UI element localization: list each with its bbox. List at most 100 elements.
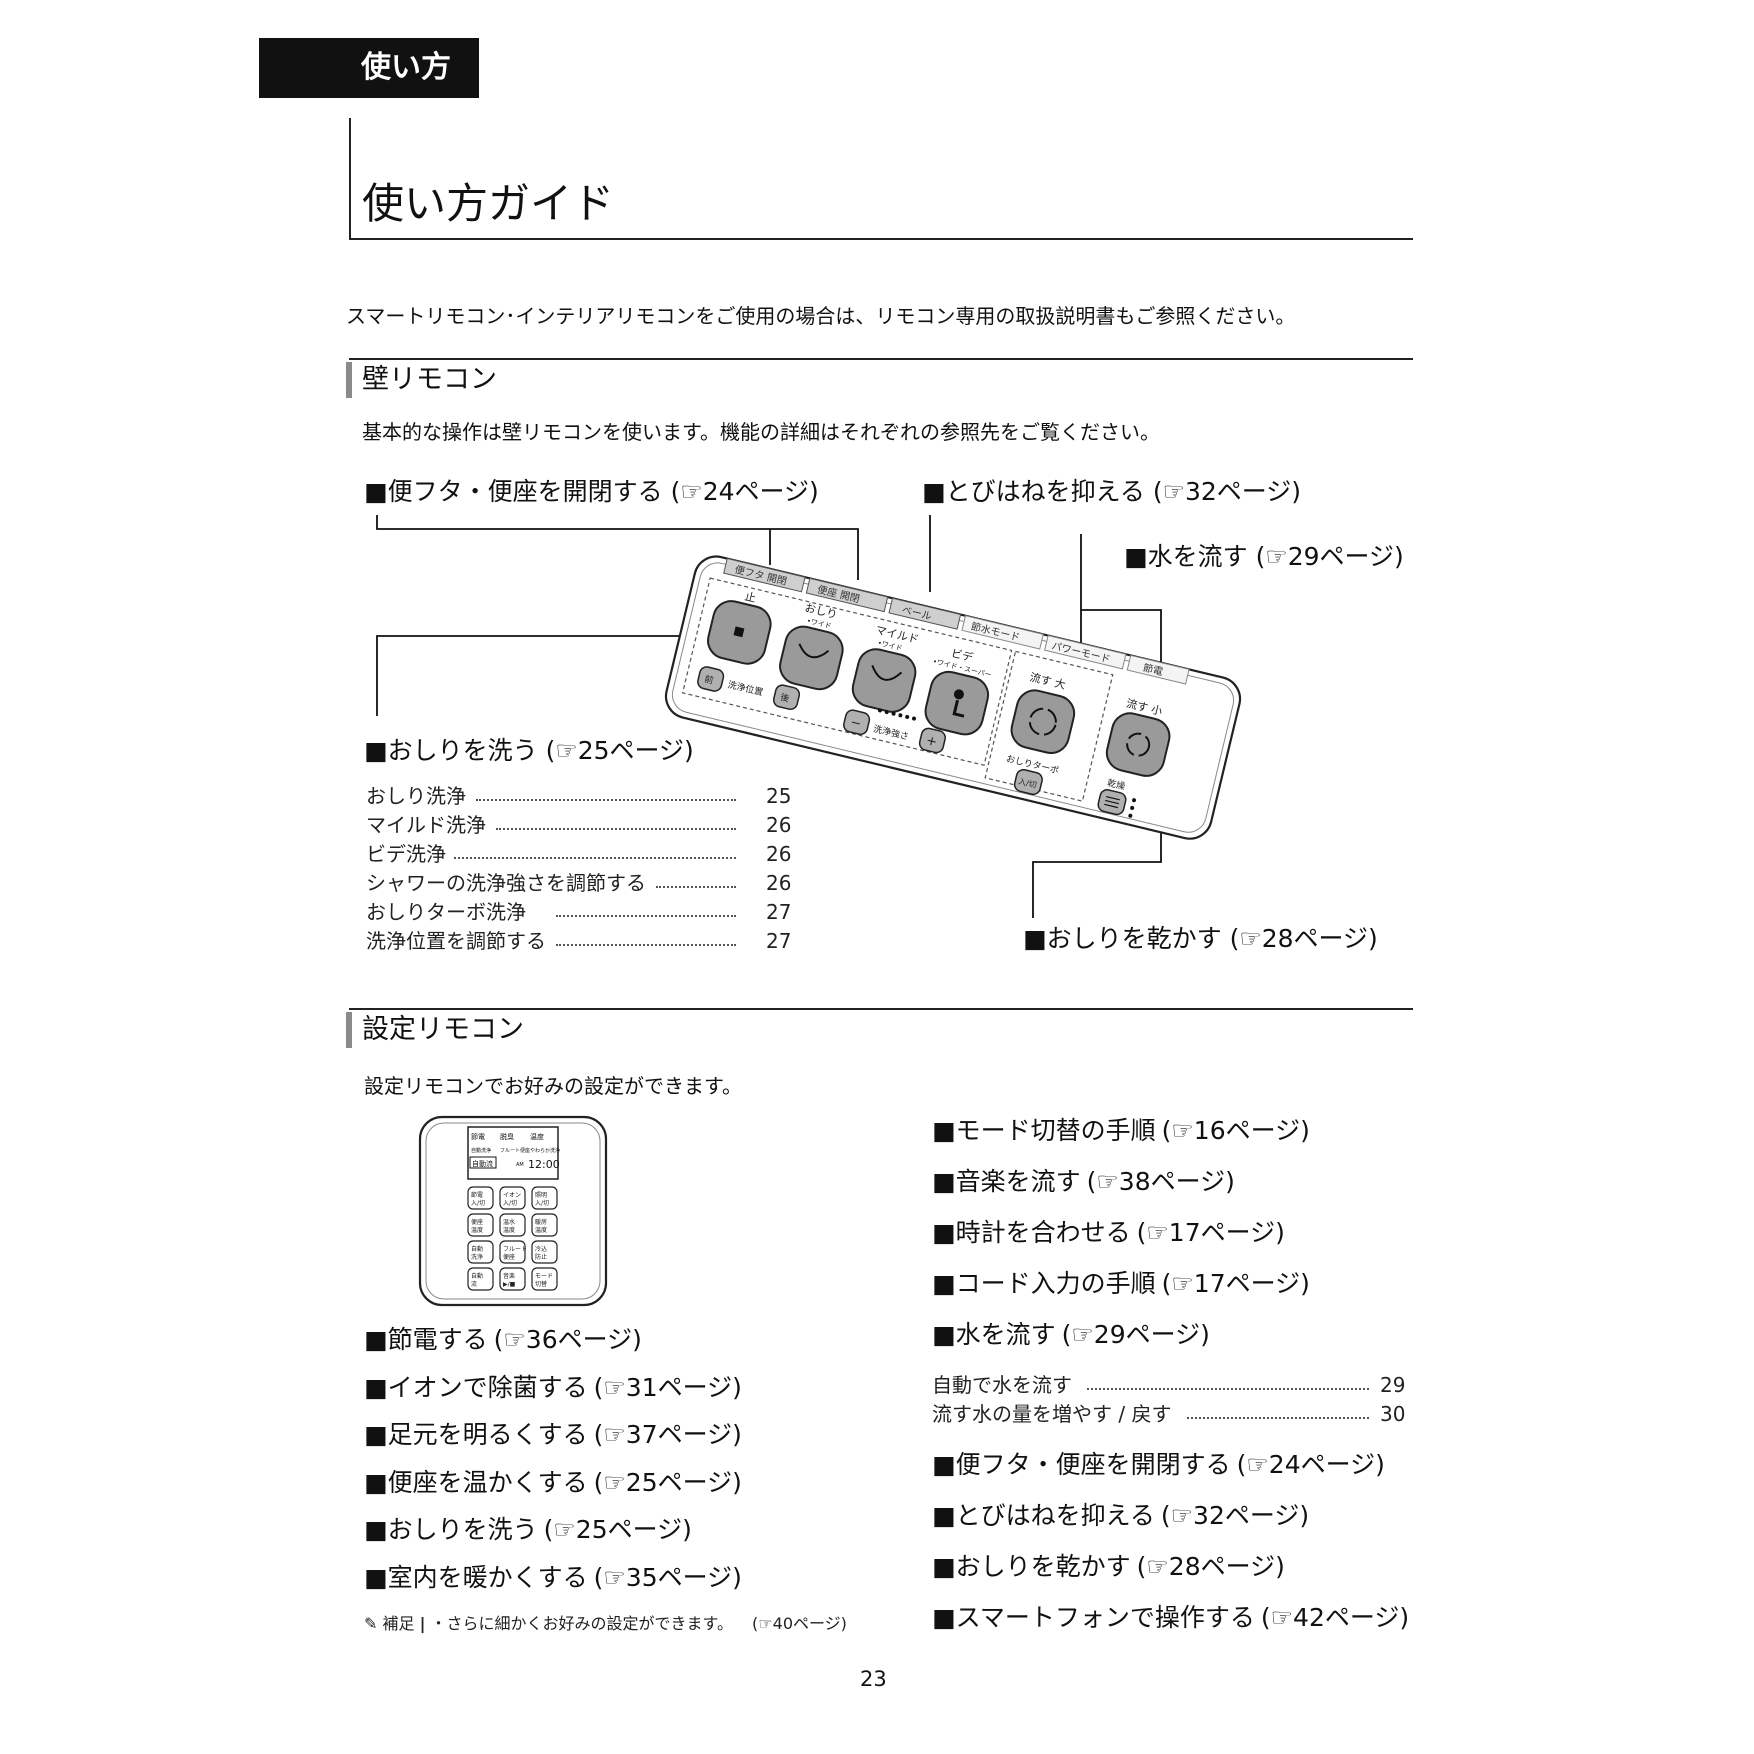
reference-item-label: ■便座を温かくする [364, 1467, 588, 1497]
toc-page: 25 [766, 784, 792, 808]
reference-item-label: ■おしりを洗う [364, 1515, 538, 1545]
settings-key-button[interactable] [531, 1186, 558, 1210]
page-reference-link[interactable]: (☞24ページ) [1236, 1450, 1385, 1479]
toc-leader [496, 828, 736, 830]
page-reference-link[interactable]: (☞29ページ) [1061, 1320, 1210, 1349]
flush-small-button[interactable] [1103, 710, 1173, 780]
tab-eco-button[interactable] [961, 615, 1044, 650]
page-reference-link[interactable]: (☞36ページ) [493, 1325, 642, 1354]
lcd-text: AM [516, 1162, 524, 1168]
settings-key-label: イオン入/切 [503, 1192, 521, 1207]
toc-row[interactable]: ビデ洗浄 26 [366, 840, 794, 869]
settings-key-label: 冷込防止 [535, 1245, 547, 1261]
page-reference-link[interactable]: (☞32ページ) [1160, 1501, 1310, 1530]
page-reference-link[interactable]: (☞28ページ) [1136, 1552, 1285, 1581]
toc-row[interactable]: 洗浄位置を調節する 27 [366, 927, 794, 956]
settings-key-label: モード切替 [535, 1273, 553, 1288]
callout-lid: ■便フタ・便座を開閉する (☞24ページ) [364, 474, 819, 510]
page-reference-link[interactable]: (☞35ページ) [593, 1563, 742, 1592]
settings-key-button[interactable] [499, 1267, 526, 1291]
toc-row[interactable]: おしりターボ洗浄 27 [366, 898, 794, 927]
note-ref[interactable]: (☞40ページ) [752, 1614, 847, 1633]
toc-page: 29 [1380, 1373, 1406, 1397]
callout-dry-ref[interactable]: (☞28ページ) [1229, 924, 1378, 953]
tab-seat-button[interactable] [805, 577, 889, 613]
front-button[interactable] [696, 665, 725, 692]
reference-item: ■コード入力の手順(☞17ページ) [932, 1266, 1310, 1302]
reference-item-label: ■時計を合わせる [932, 1218, 1131, 1247]
toc-row[interactable]: おしり洗浄 25 [366, 782, 794, 811]
page-reference-link[interactable]: (☞31ページ) [593, 1372, 742, 1402]
toc-row[interactable]: マイルド洗浄 26 [366, 811, 794, 840]
settings-key-button[interactable] [531, 1267, 558, 1291]
settings-remote-description: 設定リモコンでお好みの設定ができます。 [364, 1074, 742, 1098]
page-reference-link[interactable]: (☞25ページ) [593, 1467, 742, 1497]
settings-key-button[interactable] [531, 1213, 558, 1237]
toc-page: 26 [766, 842, 792, 866]
page-reference-link[interactable]: (☞17ページ) [1161, 1269, 1310, 1298]
settings-key-button[interactable] [467, 1186, 494, 1210]
reference-item: ■イオンで除菌する(☞31ページ) [364, 1370, 742, 1406]
callout-wash-ref[interactable]: (☞25ページ) [545, 736, 694, 765]
callout-splash-ref[interactable]: (☞32ページ) [1152, 477, 1302, 506]
toc-row[interactable]: 自動で水を流す 29 [932, 1371, 1408, 1400]
settings-key-button[interactable] [467, 1267, 494, 1291]
reference-item: ■足元を明るくする(☞37ページ) [364, 1417, 742, 1453]
strength-level-dots [877, 708, 917, 721]
tab-lid-button[interactable] [723, 557, 806, 593]
settings-key-label: 自動流 [471, 1272, 483, 1288]
settings-key-button[interactable] [531, 1240, 558, 1264]
page-reference-link[interactable]: (☞38ページ) [1086, 1167, 1235, 1196]
reference-item-label: ■水を流す [932, 1320, 1056, 1349]
strength-minus-button[interactable] [842, 709, 871, 736]
bidet-icon [953, 689, 964, 700]
stop-label: 止 [743, 590, 757, 605]
strength-plus-button[interactable] [918, 727, 946, 754]
settings-remote-illustration: 節電 脱臭 温度 自動洗浄 フルート便座 やわらか洗浄 自動流 AM 12:00… [418, 1115, 608, 1307]
settings-key-button[interactable] [467, 1240, 494, 1264]
wall-remote-description: 基本的な操作は壁リモコンを使います。機能の詳細はそれぞれの参照先をご覧ください。 [362, 420, 1160, 444]
toc-page: 26 [766, 871, 792, 895]
plus-label: + [924, 733, 938, 750]
lcd-text: やわらか洗浄 [530, 1147, 560, 1154]
dry-icon [1104, 795, 1120, 809]
toc-row[interactable]: 流す水の量を増やす / 戻す 30 [932, 1400, 1408, 1429]
toc-label: マイルド洗浄 [366, 813, 486, 837]
callout-lid-ref[interactable]: (☞24ページ) [670, 477, 819, 506]
toc-leader [454, 857, 736, 859]
reference-item: ■とびはねを抑える(☞32ページ) [932, 1498, 1309, 1534]
reference-item-label: ■音楽を流す [932, 1167, 1081, 1196]
page-reference-link[interactable]: (☞16ページ) [1161, 1116, 1310, 1145]
settings-key-button[interactable] [467, 1213, 494, 1237]
callout-flush-ref[interactable]: (☞29ページ) [1255, 542, 1404, 571]
toc-page: 26 [766, 813, 792, 837]
settings-key-button[interactable] [499, 1213, 526, 1237]
turbo-button[interactable] [1013, 768, 1043, 796]
page-reference-link[interactable]: (☞37ページ) [593, 1420, 742, 1450]
back-button[interactable] [772, 684, 801, 711]
toc-leader [1087, 1388, 1369, 1390]
pencil-icon: ✎ [364, 1614, 378, 1633]
reference-item-label: ■コード入力の手順 [932, 1269, 1156, 1298]
flush-big-button[interactable] [1008, 687, 1078, 757]
toc-row[interactable]: シャワーの洗浄強さを調節する 26 [366, 869, 794, 898]
reference-item: ■モード切替の手順(☞16ページ) [932, 1113, 1310, 1149]
tab-power-button[interactable] [1044, 634, 1127, 670]
oshiri-icon [798, 643, 830, 659]
reference-item: ■スマートフォンで操作する(☞42ページ) [932, 1600, 1409, 1636]
tab-veil-button[interactable] [888, 597, 962, 630]
back-label: 後 [779, 691, 791, 705]
reference-item-label: ■足元を明るくする [364, 1420, 588, 1450]
note-separator: | [419, 1614, 426, 1633]
page-reference-link[interactable]: (☞25ページ) [543, 1515, 692, 1545]
settings-remote-heading: 設定リモコン [362, 1014, 524, 1045]
reference-item: ■おしりを乾かす(☞28ページ) [932, 1549, 1285, 1585]
front-label: 前 [703, 673, 715, 687]
settings-key-button[interactable] [499, 1186, 526, 1210]
reference-item: ■室内を暖かくする(☞35ページ) [364, 1560, 742, 1596]
settings-key-button[interactable] [499, 1240, 526, 1264]
page-reference-link[interactable]: (☞42ページ) [1260, 1603, 1410, 1632]
tab-energy-button[interactable] [1126, 654, 1190, 685]
page-reference-link[interactable]: (☞17ページ) [1136, 1218, 1285, 1247]
